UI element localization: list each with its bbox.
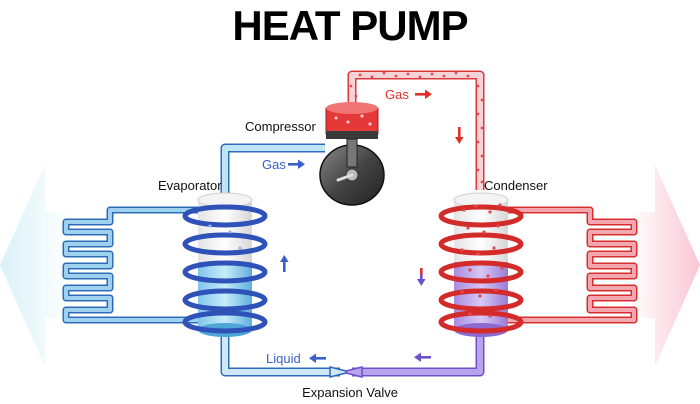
cold-air-arrow	[0, 165, 70, 366]
expansion-valve-label: Expansion Valve	[302, 385, 398, 400]
up-arrow-icon	[280, 255, 289, 272]
hot-gas-arrow-icon	[415, 89, 432, 99]
condenser	[438, 192, 638, 337]
cold-gas-arrow-icon	[288, 159, 305, 169]
evaporator	[62, 192, 268, 337]
hot-gas-label: Gas	[385, 87, 409, 102]
expansion-valve	[329, 366, 363, 378]
liquid-label: Liquid	[266, 351, 301, 366]
warm-air-arrow	[630, 165, 700, 366]
page-title: HEAT PUMP	[232, 2, 467, 49]
condenser-label: Condenser	[484, 178, 548, 193]
cold-gas-label: Gas	[262, 157, 286, 172]
compressor-label: Compressor	[245, 119, 316, 134]
flow-arrows	[280, 89, 464, 363]
refrigerant-pipes	[220, 70, 485, 377]
compressor	[319, 102, 385, 206]
hot-gas-bubbles	[349, 71, 484, 184]
down-arrow-icon	[455, 127, 464, 144]
purple-left-arrow-icon	[414, 352, 431, 362]
liquid-arrow-icon	[309, 353, 326, 363]
evaporator-label: Evaporator	[158, 178, 222, 193]
condenser-down-arrow-icon	[417, 268, 426, 286]
